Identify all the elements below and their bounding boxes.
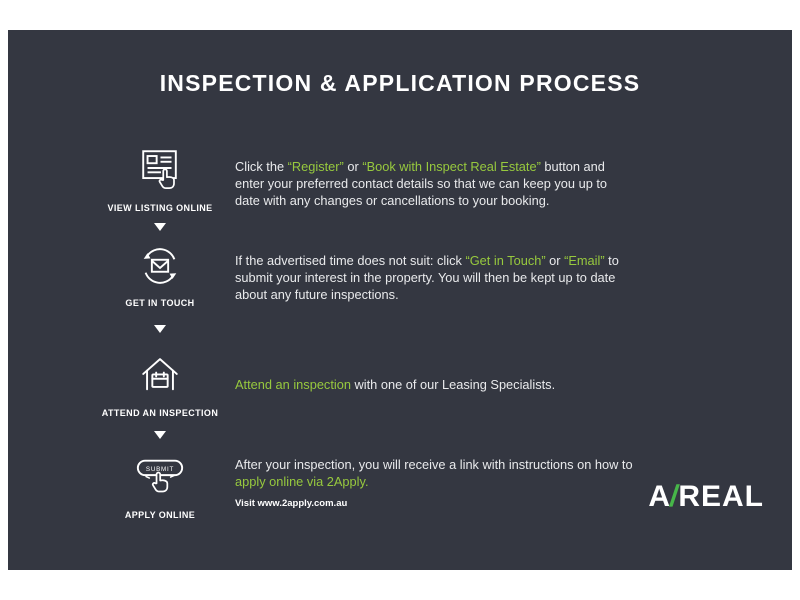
submit-button-label: SUBMIT xyxy=(146,466,174,473)
step-label-get-in-touch: GET IN TOUCH xyxy=(125,298,195,308)
apply-online-reference: apply online via 2Apply. xyxy=(235,474,369,489)
step-description-2: If the advertised time does not suit: cl… xyxy=(235,252,633,303)
step-description-3: Attend an inspection with one of our Lea… xyxy=(235,376,633,393)
step-description-4: After your inspection, you will receive … xyxy=(235,456,633,490)
page-title: INSPECTION & APPLICATION PROCESS xyxy=(159,70,641,96)
text-segment: with one of our Leasing Specialists. xyxy=(350,377,556,392)
attend-inspection-icon xyxy=(137,350,183,401)
logo-prefix: A xyxy=(648,480,671,513)
get-in-touch-icon xyxy=(137,243,183,294)
text-segment: If the advertised time does not suit: cl… xyxy=(235,253,466,268)
step-label-view-listing: VIEW LISTING ONLINE xyxy=(107,203,213,213)
attend-inspection-reference: Attend an inspection xyxy=(235,377,351,392)
down-arrow-icon xyxy=(154,325,166,333)
get-in-touch-reference: “Get in Touch” xyxy=(465,253,546,268)
email-reference: “Email” xyxy=(564,253,605,268)
apply-online-icon: SUBMIT xyxy=(133,453,187,510)
step-label-attend-inspection: ATTEND AN INSPECTION xyxy=(101,408,219,418)
text-segment: or xyxy=(343,159,363,174)
down-arrow-icon xyxy=(154,223,166,231)
step-label-apply-online: APPLY ONLINE xyxy=(124,510,196,520)
text-segment: After your inspection, you will receive … xyxy=(235,457,633,472)
logo-suffix: REAL xyxy=(678,480,764,513)
areal-logo: A/REAL xyxy=(648,480,764,514)
visit-2apply-note: Visit www.2apply.com.au xyxy=(235,498,348,509)
register-button-reference: “Register” xyxy=(287,159,344,174)
down-arrow-icon xyxy=(154,431,166,439)
text-segment: to submit your interest in the property.… xyxy=(235,253,619,302)
text-segment: button and enter your preferred contact … xyxy=(235,159,608,208)
view-listing-online-icon xyxy=(137,145,183,196)
text-segment: or xyxy=(545,253,565,268)
step-description-1: Click the “Register” or “Book with Inspe… xyxy=(235,158,633,209)
book-with-inspect-reference: “Book with Inspect Real Estate” xyxy=(362,159,541,174)
main-panel: INSPECTION & APPLICATION PROCESS VIEW LI… xyxy=(8,30,792,570)
text-segment: Click the xyxy=(235,159,288,174)
